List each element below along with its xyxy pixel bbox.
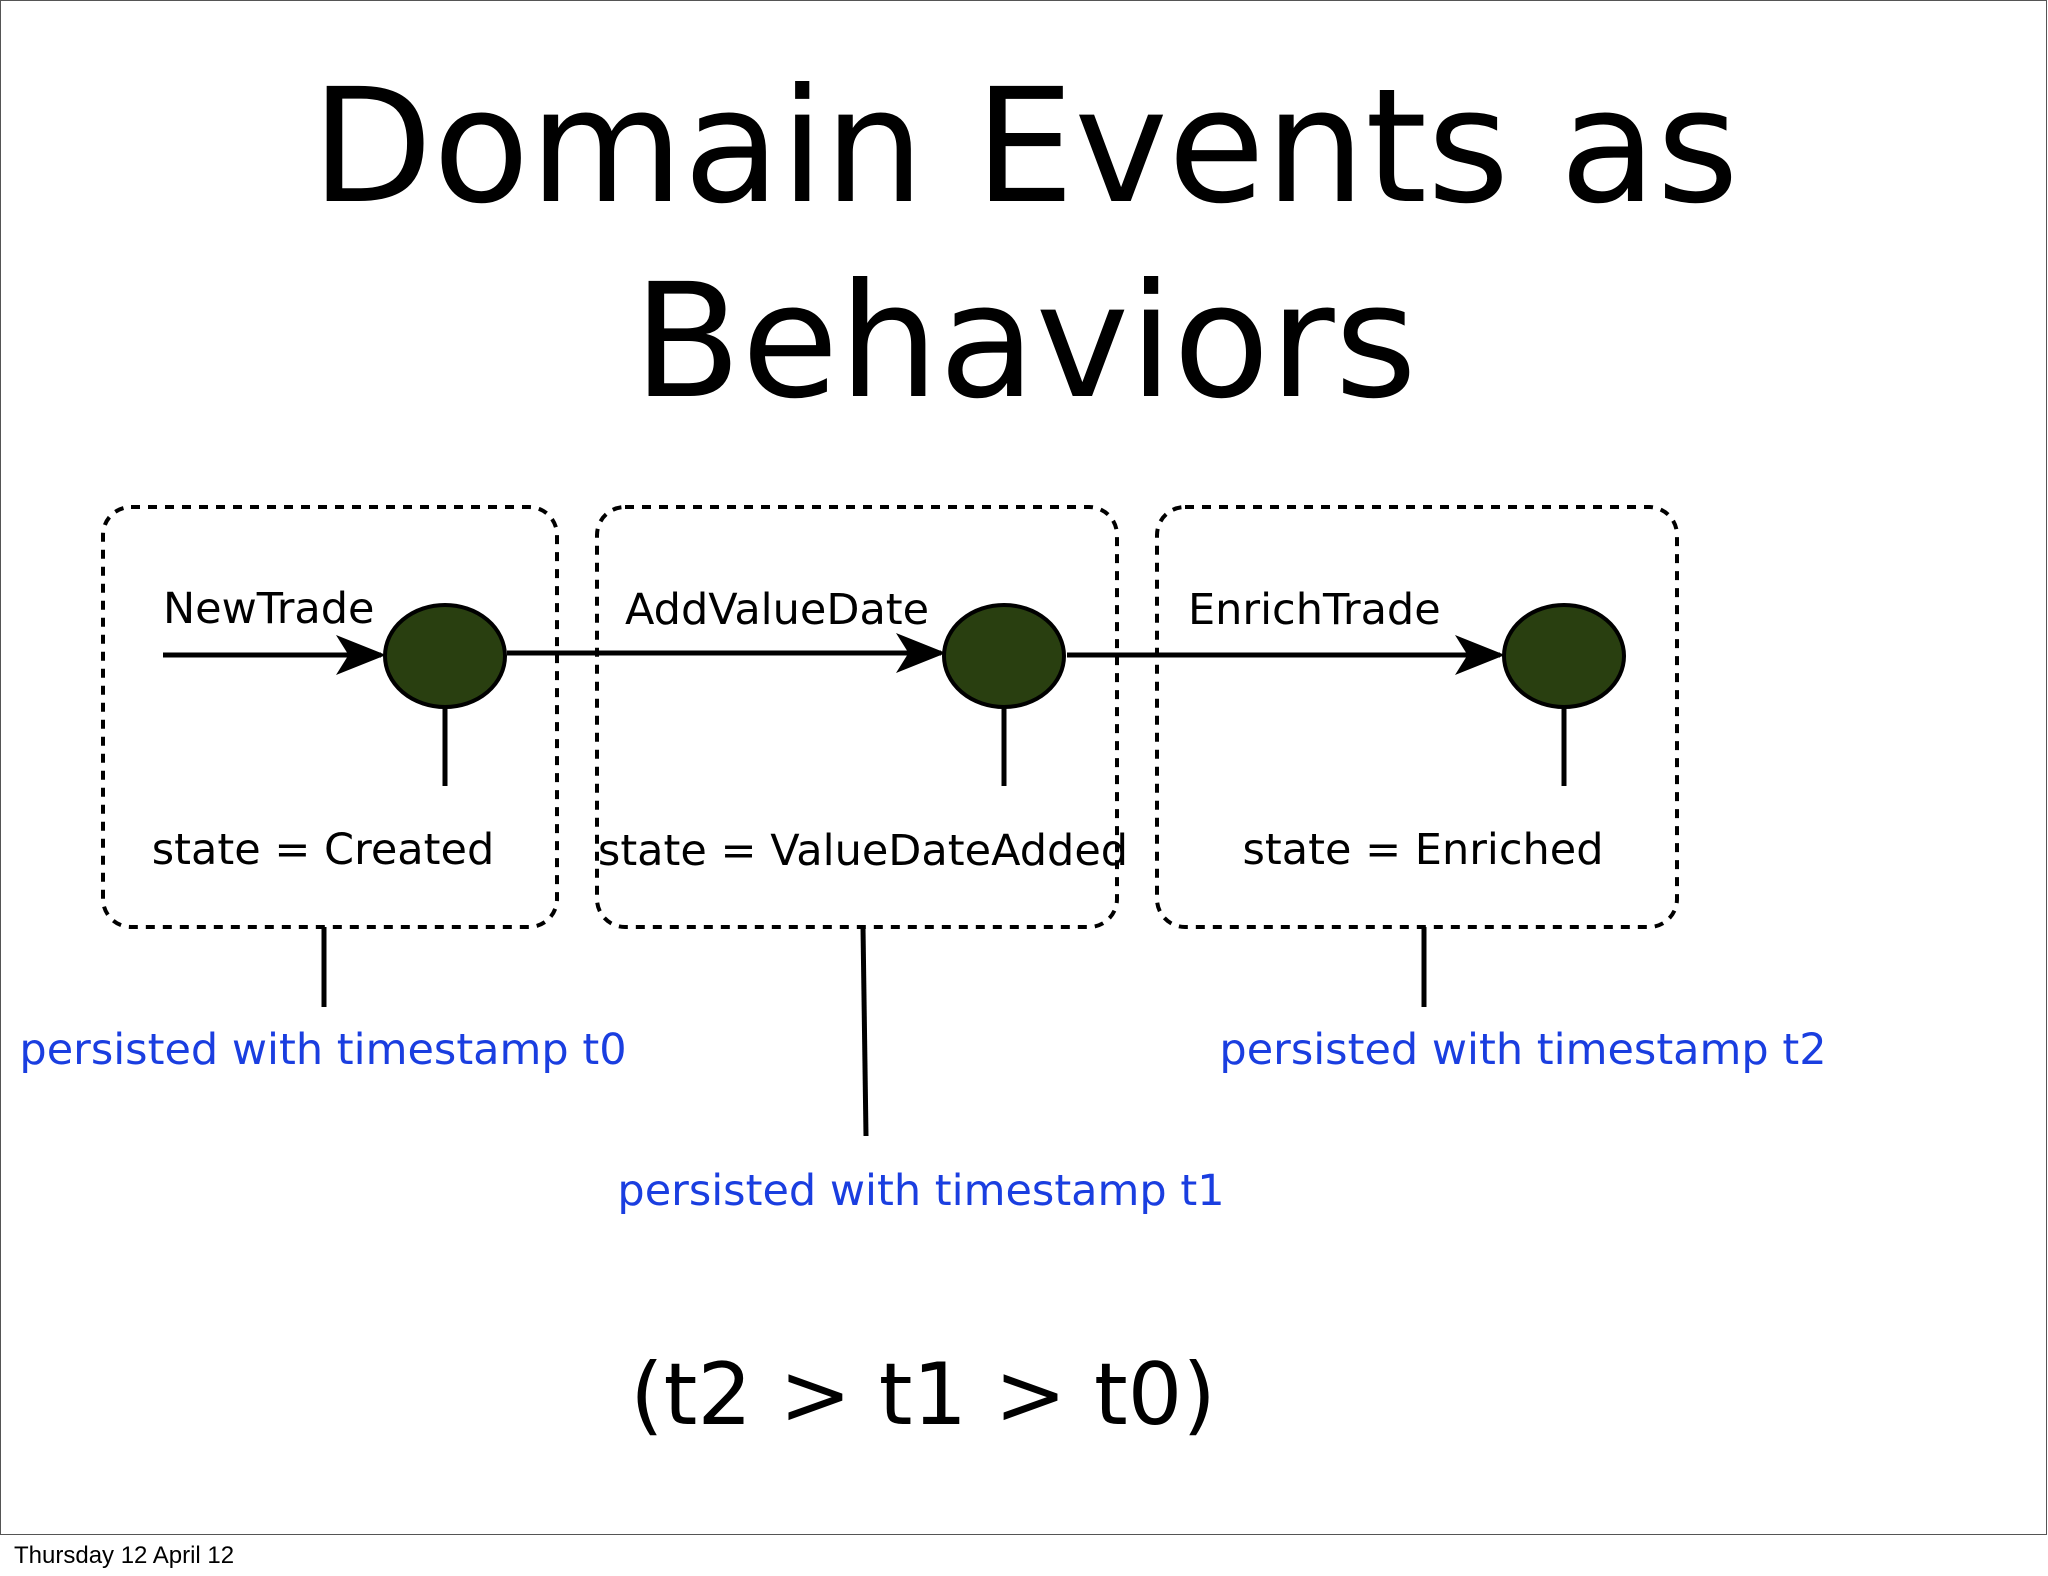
event-label-add-value-date: AddValueDate <box>625 585 929 635</box>
persist-label-t1: persisted with timestamp t1 <box>617 1166 1224 1216</box>
state-label-value-date-added: state = ValueDateAdded <box>598 826 1128 876</box>
slide-title-line-1: Domain Events as <box>311 55 1739 239</box>
timestamp-ordering: (t2 > t1 > t0) <box>630 1345 1216 1445</box>
state-node-value-date-added <box>942 603 1066 709</box>
slide: Domain Events as Behaviors NewTrade AddV… <box>0 0 2047 1535</box>
event-flow-diagram: Domain Events as Behaviors NewTrade AddV… <box>19 55 1826 1445</box>
persist-label-t2: persisted with timestamp t2 <box>1219 1025 1826 1075</box>
stage-box-add-value-date <box>595 505 1119 929</box>
state-label-created: state = Created <box>152 825 494 875</box>
state-label-enriched: state = Enriched <box>1243 825 1604 875</box>
state-node-enriched <box>1502 603 1626 709</box>
stage-box-enrich-trade <box>1155 505 1679 929</box>
persist-label-t0: persisted with timestamp t0 <box>19 1025 626 1075</box>
slide-title-line-2: Behaviors <box>633 250 1417 434</box>
event-label-new-trade: NewTrade <box>163 584 375 634</box>
persist-connector-t1 <box>860 926 869 1137</box>
footer-bar <box>0 1535 2048 1576</box>
state-node-created <box>383 603 507 709</box>
footer-date: Thursday 12 April 12 <box>14 1542 235 1569</box>
event-label-enrich-trade: EnrichTrade <box>1188 585 1441 635</box>
